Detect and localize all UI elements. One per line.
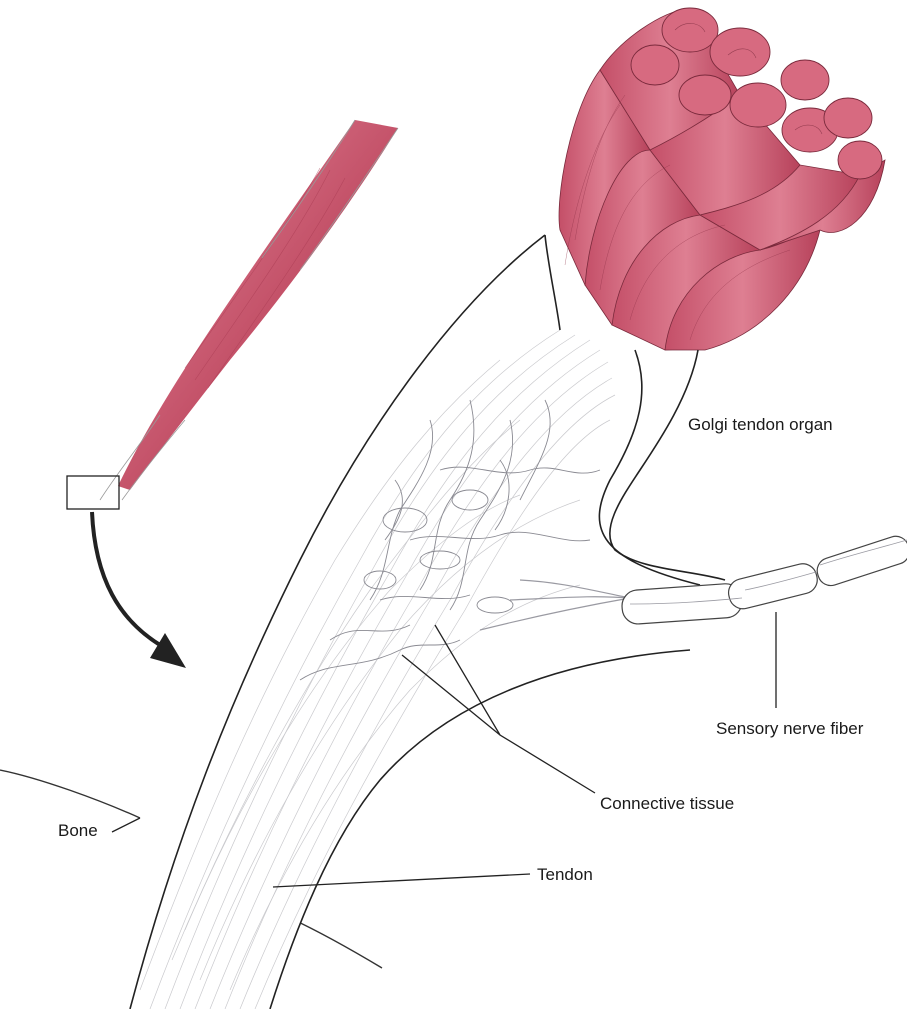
muscle-fascicle-bundle [559,8,885,350]
whole-muscle-icon [100,120,398,500]
zoom-arrow-icon [92,512,186,668]
label-golgi-tendon-organ: Golgi tendon organ [688,415,833,434]
zoom-region-box [67,476,119,509]
label-tendon: Tendon [537,865,593,884]
label-connective-tissue: Connective tissue [600,794,734,813]
bone-leader-line [112,818,140,832]
label-sensory-nerve-fiber: Sensory nerve fiber [716,719,864,738]
label-bone: Bone [58,821,98,840]
